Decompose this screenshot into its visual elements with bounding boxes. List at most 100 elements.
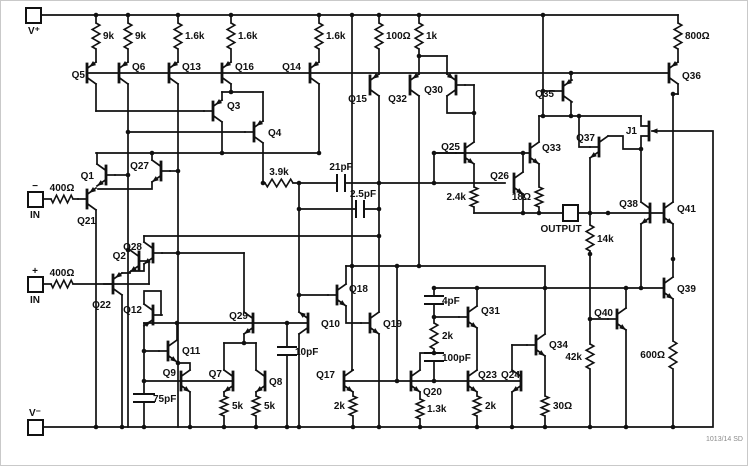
transistor-label-Q41: Q41 [677, 204, 696, 215]
transistor-label-Q3: Q3 [227, 101, 241, 112]
terminal-vplus [25, 7, 42, 24]
junction-dot [376, 424, 382, 430]
collector-lead [167, 76, 180, 86]
collector-lead [179, 368, 192, 378]
junction-dot [638, 146, 644, 152]
collector-lead [85, 76, 98, 86]
collector-lead [308, 76, 321, 86]
junction-dot [568, 70, 574, 76]
transistor-label-Q23: Q23 [478, 370, 497, 381]
terminal-label-in-minus: IN [30, 210, 40, 221]
resistor-label-2k: 2k [334, 401, 346, 412]
emitter-arrow [470, 322, 477, 328]
collector-lead [615, 306, 628, 316]
collector-lead [117, 76, 130, 86]
collector-lead [254, 368, 267, 378]
transistor-label-Q38: Q38 [619, 199, 638, 210]
collector-lead [150, 158, 163, 168]
resistor-zigzag [414, 398, 426, 420]
transistor-label-Q36: Q36 [682, 71, 701, 82]
transistor-label-Q18: Q18 [349, 284, 368, 295]
emitter-arrow [97, 180, 104, 186]
transistor-label-Q4: Q4 [268, 128, 282, 139]
junction-dot [670, 424, 676, 430]
junction-dot [670, 91, 676, 97]
collector-lead [128, 248, 141, 258]
transistor-label-Q10: Q10 [321, 319, 340, 330]
resistor-zigzag [539, 395, 551, 417]
transistor-label-Q30: Q30 [424, 85, 443, 96]
emitter-arrow [346, 386, 353, 392]
terminal-output [562, 204, 579, 222]
collector-lead [466, 304, 479, 314]
junction-dot [416, 53, 422, 59]
junction-dot [542, 285, 548, 291]
junction-dot [376, 180, 382, 186]
emitter-arrow [666, 293, 673, 299]
terminal-label-vplus: V⁺ [28, 26, 40, 37]
capacitor-label-100pF: 100pF [442, 353, 471, 364]
junction-dot [520, 210, 526, 216]
junction-dot [260, 180, 266, 186]
junction-dot [296, 206, 302, 212]
resistor-label-2k: 2k [442, 331, 454, 342]
collector-lead [534, 332, 547, 342]
collector-lead [409, 368, 422, 378]
resistor-label-1.3k: 1.3k [427, 404, 447, 415]
emitter-arrow [312, 60, 320, 67]
emitter-arrow [224, 60, 232, 67]
resistor-label-1.6k: 1.6k [326, 31, 346, 42]
emitter-arrow [215, 98, 223, 105]
resistor-label-18Ω: 18Ω [512, 192, 531, 203]
resistor-zigzag [413, 22, 425, 50]
junction-dot [125, 172, 131, 178]
emitter-arrow [89, 60, 97, 67]
junction-dot [394, 263, 400, 269]
terminal-in-minus [27, 191, 44, 208]
transistor-label-Q25: Q25 [441, 142, 460, 153]
terminal-sign-in-minus: − [32, 181, 38, 192]
junction-dot [228, 89, 234, 95]
resistor-zigzag [667, 340, 679, 370]
junction-dot [141, 424, 147, 430]
resistor-label-5k: 5k [232, 401, 244, 412]
junction-dot [540, 113, 546, 119]
transistor-label-Q2: Q2 [113, 251, 127, 262]
collector-lead [368, 88, 381, 98]
transistor-label-Q20: Q20 [423, 387, 442, 398]
junction-dot [431, 314, 437, 320]
resistor-zigzag [122, 22, 134, 50]
transistor-label-Q14: Q14 [282, 62, 301, 73]
junction-dot [175, 12, 181, 18]
transistor-label-Q40: Q40 [594, 308, 613, 319]
wire [143, 290, 162, 316]
junction-dot [540, 88, 546, 94]
junction-dot [568, 113, 574, 119]
collector-lead [111, 287, 124, 297]
collector-lead [463, 140, 476, 150]
junction-dot [431, 150, 437, 156]
junction-dot [125, 247, 131, 253]
junction-dot [542, 424, 548, 430]
junction-dot [350, 424, 356, 430]
junction-dot [605, 210, 611, 216]
junction-dot [316, 12, 322, 18]
junction-dot [93, 424, 99, 430]
transistor-label-Q15: Q15 [348, 94, 367, 105]
resistor-zigzag [584, 224, 596, 252]
emitter-arrow [224, 386, 231, 392]
collector-lead [222, 368, 235, 378]
wire [578, 115, 591, 148]
resistor-label-9k: 9k [135, 31, 147, 42]
transistor-label-Q34: Q34 [549, 340, 568, 351]
resistor-zigzag [50, 193, 74, 205]
transistor-label-Q39: Q39 [677, 284, 696, 295]
terminal-sign-in-plus: + [32, 266, 38, 277]
resistor-zigzag [250, 395, 262, 417]
junction-dot [509, 424, 515, 430]
wire [345, 265, 546, 289]
junction-dot [431, 378, 437, 384]
junction-dot [228, 12, 234, 18]
collector-lead [142, 240, 155, 250]
resistor-label-42k: 42k [565, 352, 582, 363]
